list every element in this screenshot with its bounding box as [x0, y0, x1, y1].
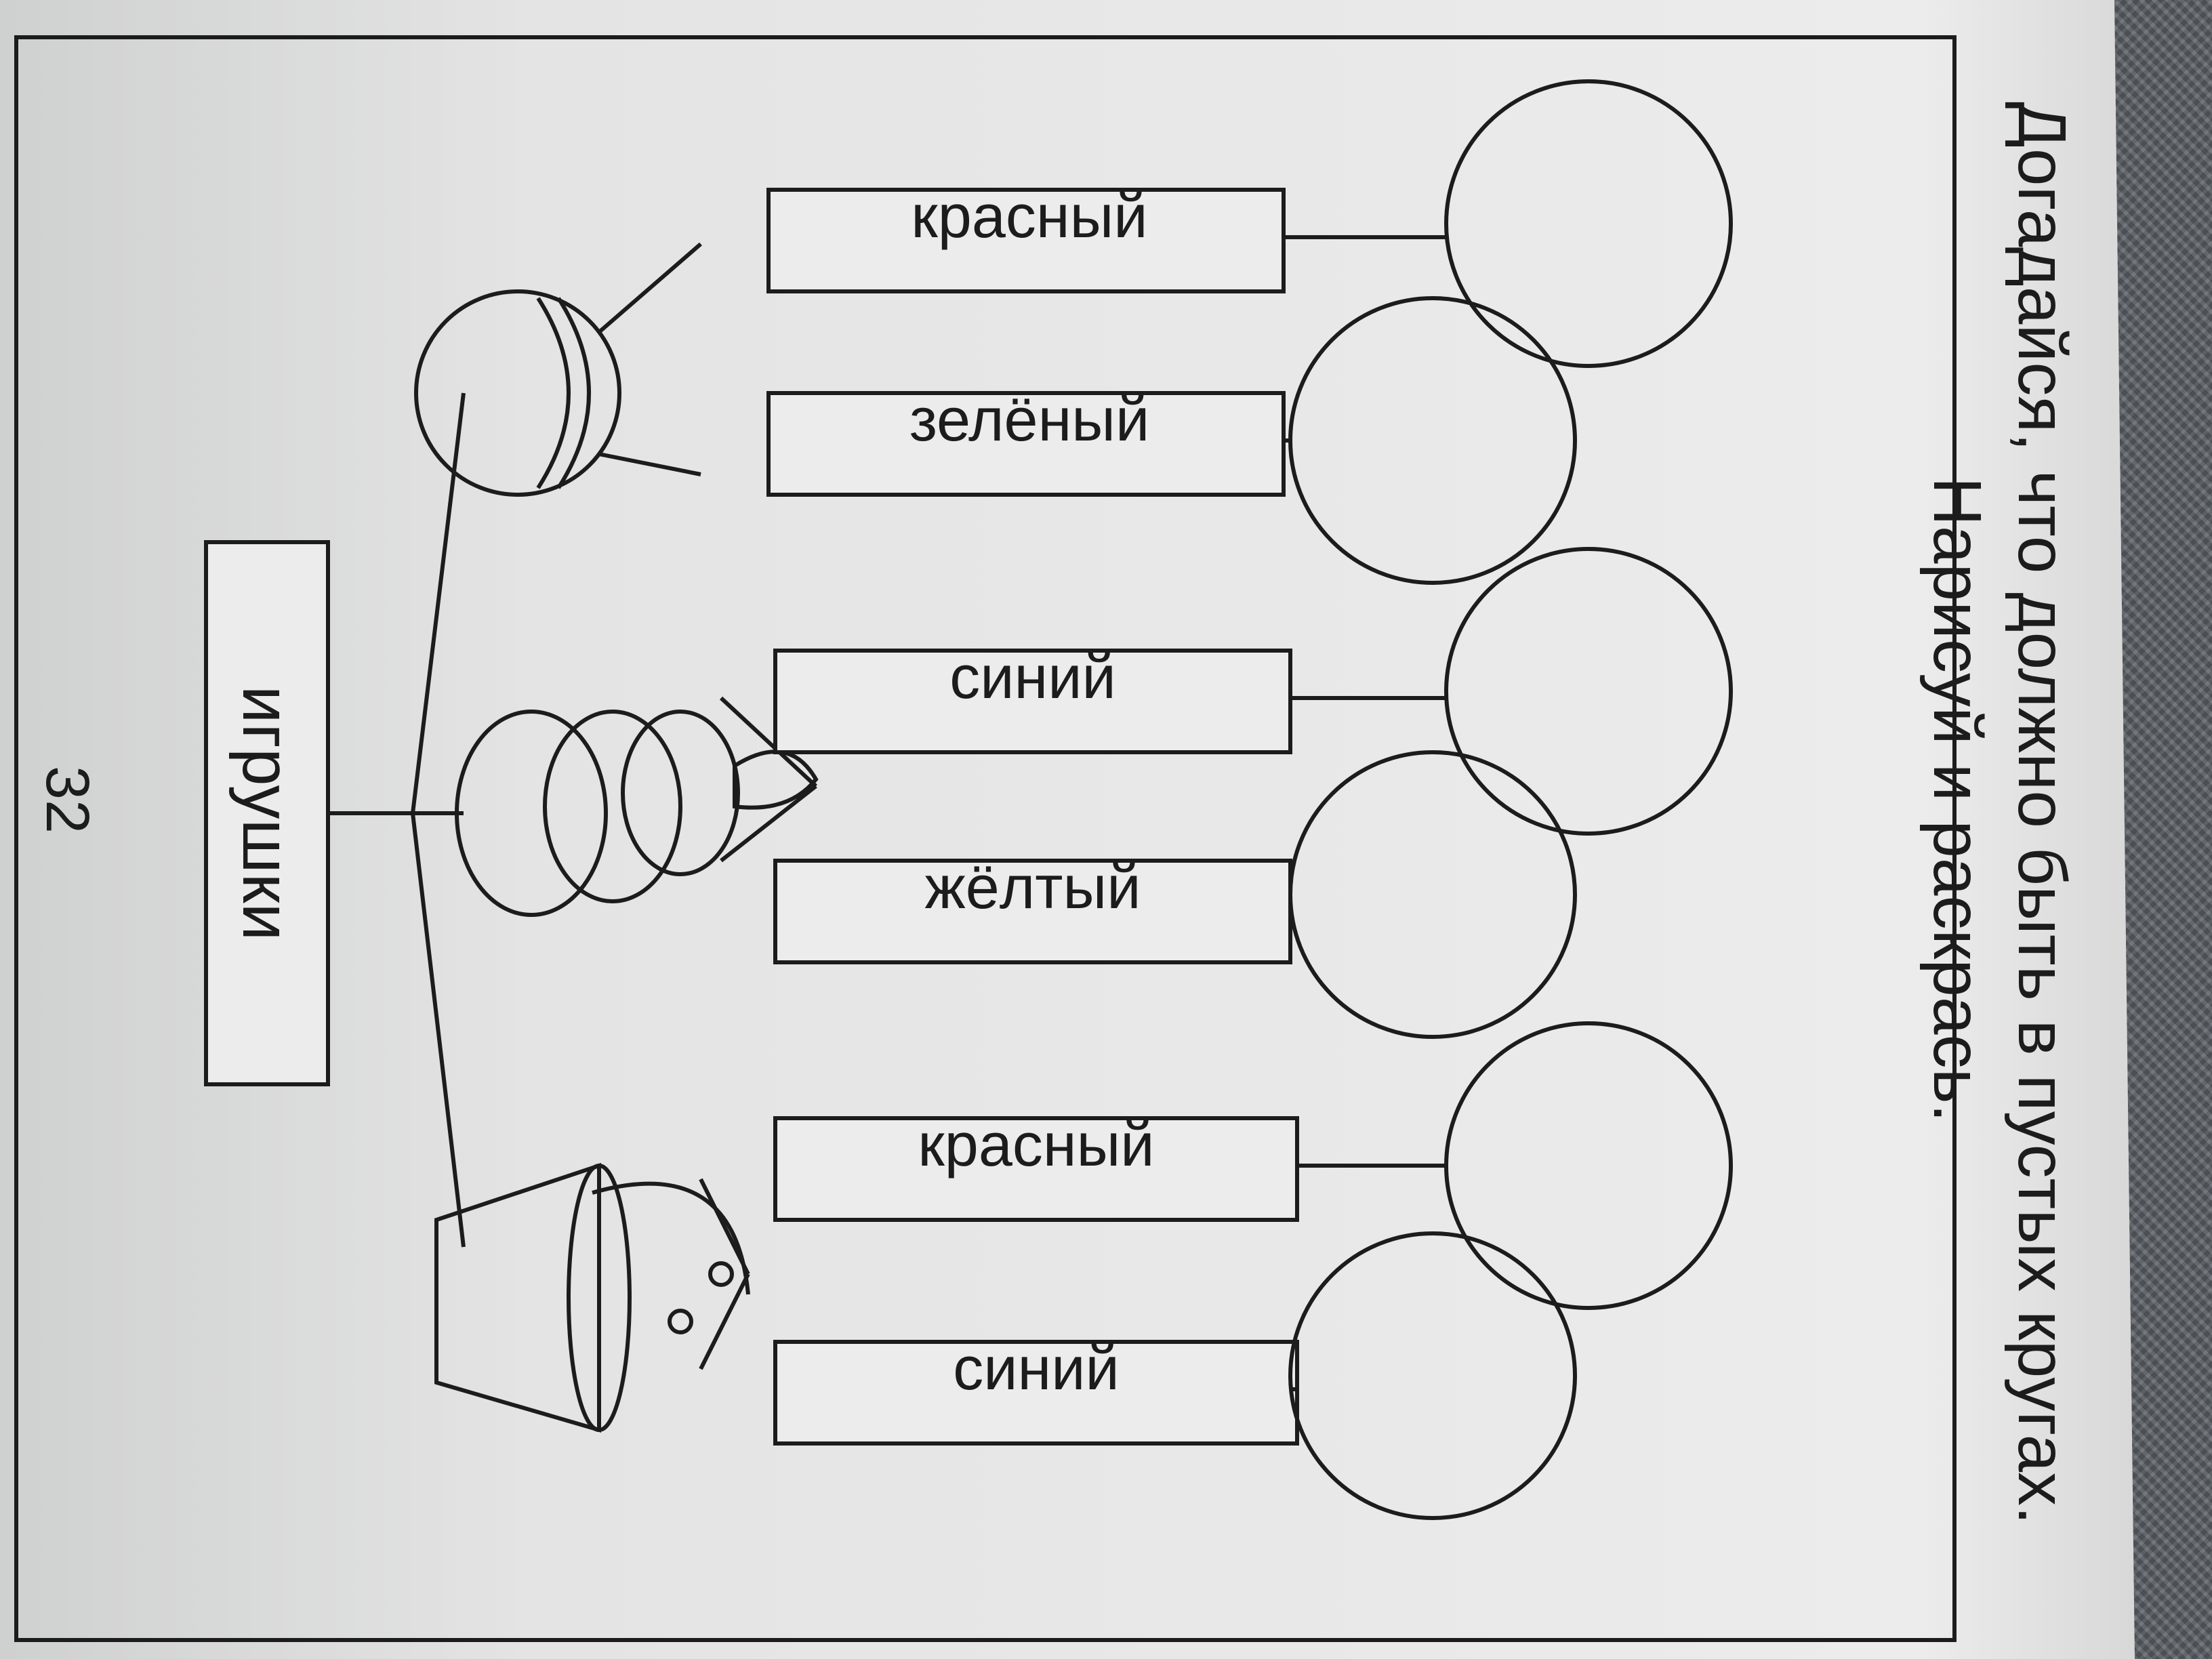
bucket-connectors	[699, 1178, 750, 1370]
color-box[interactable]	[766, 188, 1286, 293]
drawing-circle	[1444, 79, 1733, 368]
color-box[interactable]	[766, 391, 1286, 497]
exercise-frame	[14, 35, 1957, 1642]
empty-circles	[1288, 79, 1733, 1520]
color-label: синий	[953, 1335, 1120, 1403]
drawing-circle	[1288, 750, 1577, 1039]
color-box[interactable]	[773, 649, 1292, 754]
root-label: игрушки	[228, 686, 304, 941]
ball-connectors	[598, 242, 702, 476]
ball-icon	[414, 289, 621, 497]
circle-connectors	[1284, 235, 1446, 1391]
color-box[interactable]	[773, 1116, 1299, 1222]
color-label: красный	[918, 1111, 1154, 1179]
color-label: красный	[911, 183, 1147, 251]
color-box[interactable]	[773, 1340, 1299, 1446]
pyramid-icon	[455, 710, 819, 917]
drawing-circle	[1444, 547, 1733, 836]
page-number: 32	[33, 766, 101, 834]
paper-sheet	[0, 0, 2135, 1659]
drawing-circle	[1288, 1231, 1577, 1520]
instruction-line-1: Догадайся, что должно быть в пустых круг…	[2004, 102, 2080, 1525]
color-label: зелёный	[909, 386, 1150, 454]
color-label: синий	[949, 644, 1116, 712]
color-label: жёлтый	[925, 854, 1141, 922]
instruction-line-2: Нарисуй и раскрась.	[1919, 477, 1995, 1123]
pyramid-connectors	[719, 696, 818, 863]
